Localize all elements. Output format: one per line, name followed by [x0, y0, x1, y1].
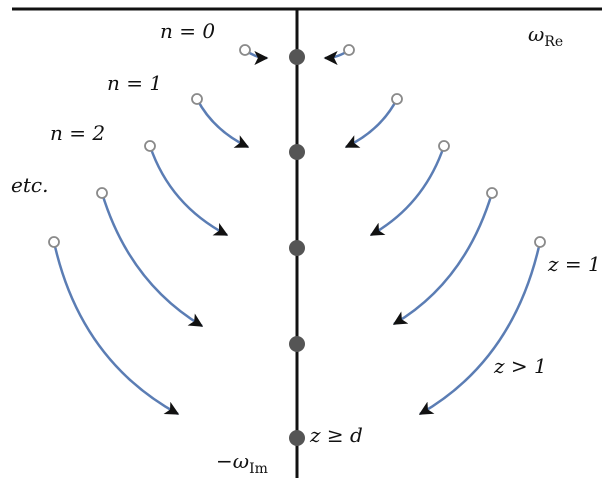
curve-right-n2: [369, 145, 446, 237]
start-markers: [48, 44, 546, 248]
curve-right-n4: [418, 241, 542, 416]
start-marker: [391, 93, 403, 105]
real-axis-label: ωRe: [528, 22, 563, 50]
curve-right-n1: [344, 98, 399, 149]
start-marker: [144, 140, 156, 152]
curve-left-n2: [148, 145, 229, 237]
label-n2: n = 2: [50, 121, 105, 145]
label-z-equals-1: z = 1: [547, 252, 601, 276]
curve-left-n3: [100, 192, 204, 328]
start-marker: [343, 44, 355, 56]
start-marker: [534, 236, 546, 248]
axis-point-n3: [289, 336, 305, 352]
label-z-geq-d: z ≥ d: [309, 423, 363, 447]
curve-right-n3: [392, 192, 494, 326]
start-marker: [96, 187, 108, 199]
label-etc: etc.: [11, 173, 48, 197]
start-marker: [486, 187, 498, 199]
right-curves: [323, 48, 542, 416]
curve-left-n1: [195, 98, 250, 149]
left-curves: [52, 48, 269, 416]
curve-left-n4: [52, 241, 180, 416]
start-marker: [438, 140, 450, 152]
axis-point-n4: [289, 430, 305, 446]
axis-point-n1: [289, 144, 305, 160]
imaginary-axis-label: −ωIm: [216, 449, 268, 477]
start-marker: [191, 93, 203, 105]
start-marker: [48, 236, 60, 248]
axis-point-n0: [289, 49, 305, 65]
axis-point-n2: [289, 240, 305, 256]
label-n0: n = 0: [160, 19, 215, 43]
axis-points: [289, 49, 305, 446]
label-z-greater-1: z > 1: [493, 354, 547, 378]
start-marker: [239, 44, 251, 56]
label-n1: n = 1: [107, 71, 162, 95]
